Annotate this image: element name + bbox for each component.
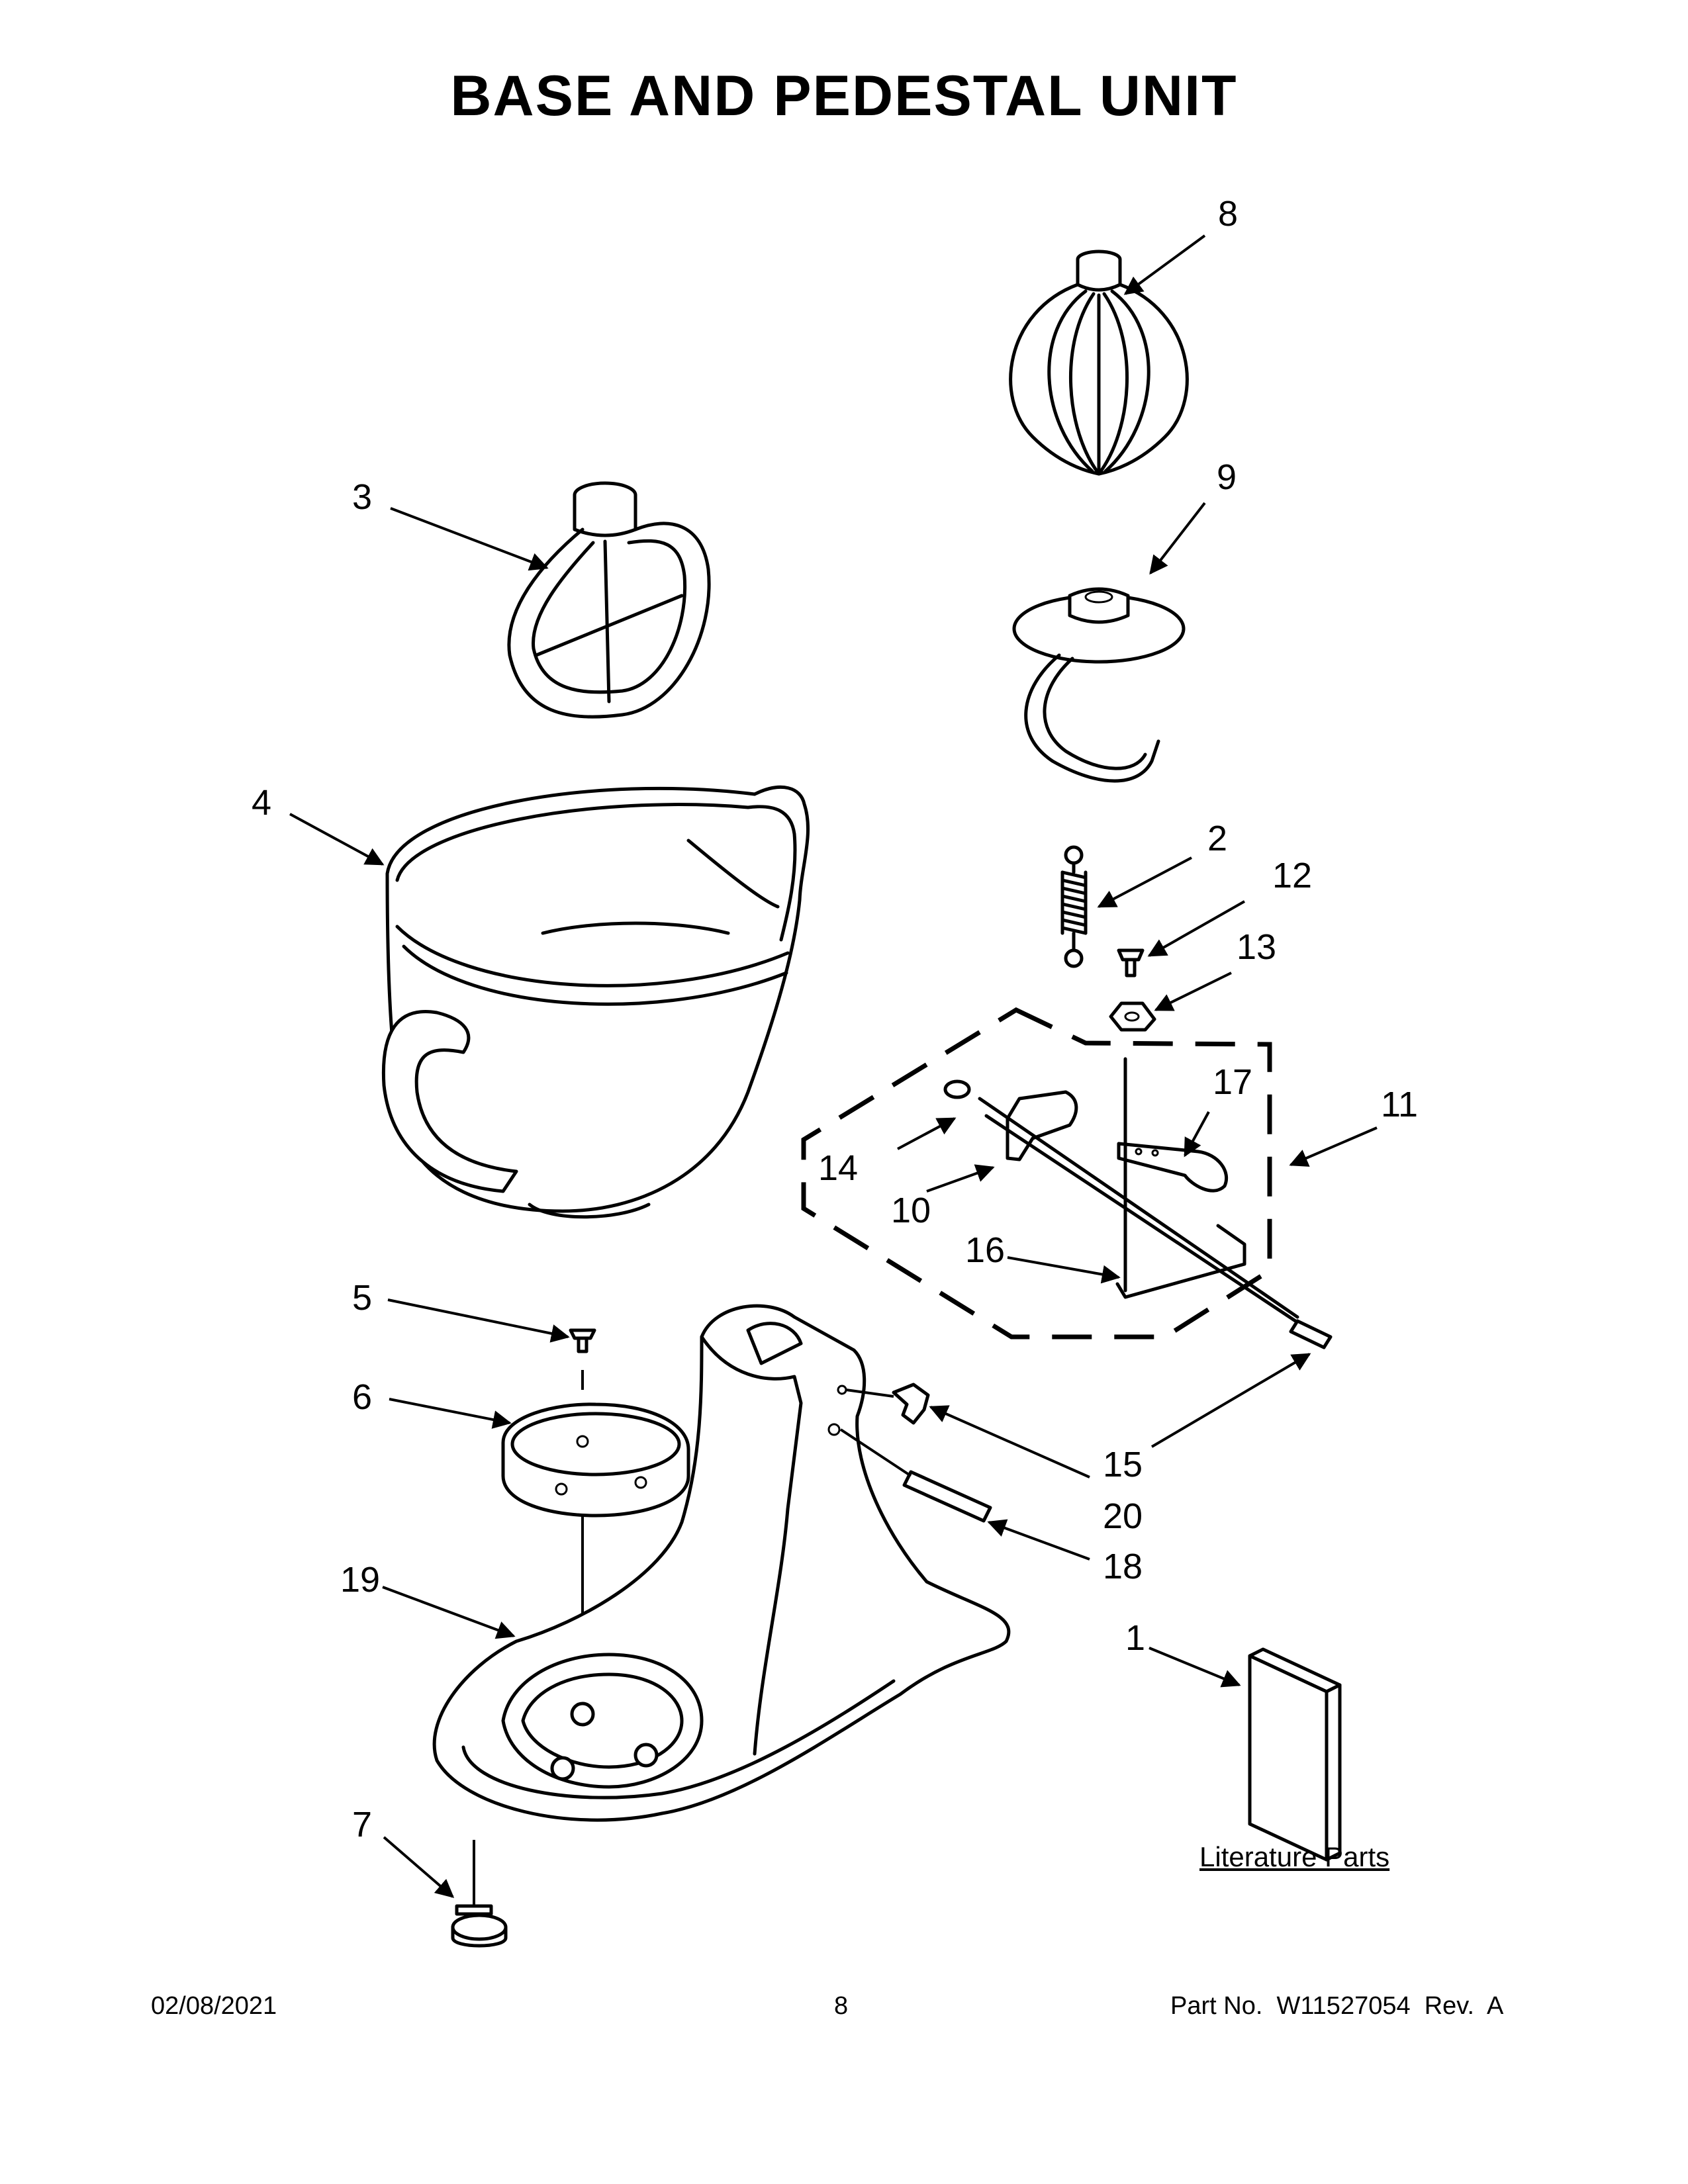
footer-part-number: Part No. W11527054 Rev. A: [1170, 1992, 1504, 2020]
pedestal-base-part: [432, 1304, 1011, 1822]
callout-5: 5: [352, 1278, 373, 1318]
spring-part: [1060, 845, 1088, 968]
screw-part-5: [569, 1328, 596, 1390]
flat-beater-part: [507, 481, 711, 719]
callout-20: 20: [1103, 1496, 1143, 1536]
clip-part-20: [845, 1383, 930, 1425]
footer-date: 02/08/2021: [151, 1992, 277, 2020]
callout-9: 9: [1217, 457, 1237, 497]
literature-parts-label: Literature Parts: [1199, 1841, 1390, 1872]
callout-19: 19: [340, 1560, 381, 1600]
callout-4: 4: [252, 783, 272, 823]
leader-arrows: [289, 234, 1378, 1898]
callout-13: 13: [1237, 927, 1277, 967]
footer-page-number: 8: [834, 1992, 849, 2020]
callout-6: 6: [352, 1377, 373, 1417]
callout-18: 18: [1103, 1547, 1143, 1586]
callout-14: 14: [818, 1148, 859, 1188]
callout-10: 10: [891, 1191, 931, 1230]
foot-part-7: [451, 1840, 508, 1948]
wire-whip-part: [1009, 250, 1189, 476]
callout-3: 3: [352, 477, 373, 517]
callout-15: 15: [1103, 1445, 1143, 1484]
washer-part-13: [1109, 1001, 1156, 1032]
callout-2: 2: [1207, 819, 1228, 858]
callout-11: 11: [1381, 1085, 1419, 1124]
callout-1: 1: [1125, 1618, 1146, 1658]
screw-part-12: [1117, 948, 1145, 978]
callout-12: 12: [1272, 856, 1313, 895]
callout-17: 17: [1213, 1062, 1253, 1102]
callout-7: 7: [352, 1805, 373, 1844]
mixing-bowl-part: [381, 785, 810, 1219]
assembly-group-outline: [801, 1007, 1272, 1340]
callout-16: 16: [965, 1230, 1006, 1270]
pin-part-18: [839, 1428, 992, 1523]
dough-hook-part: [1012, 587, 1186, 783]
pin-part-15: [1289, 1319, 1333, 1349]
page-title: BASE AND PEDESTAL UNIT: [450, 64, 1238, 128]
callout-8: 8: [1218, 194, 1239, 234]
literature-booklet-part-1: [1248, 1647, 1342, 1862]
